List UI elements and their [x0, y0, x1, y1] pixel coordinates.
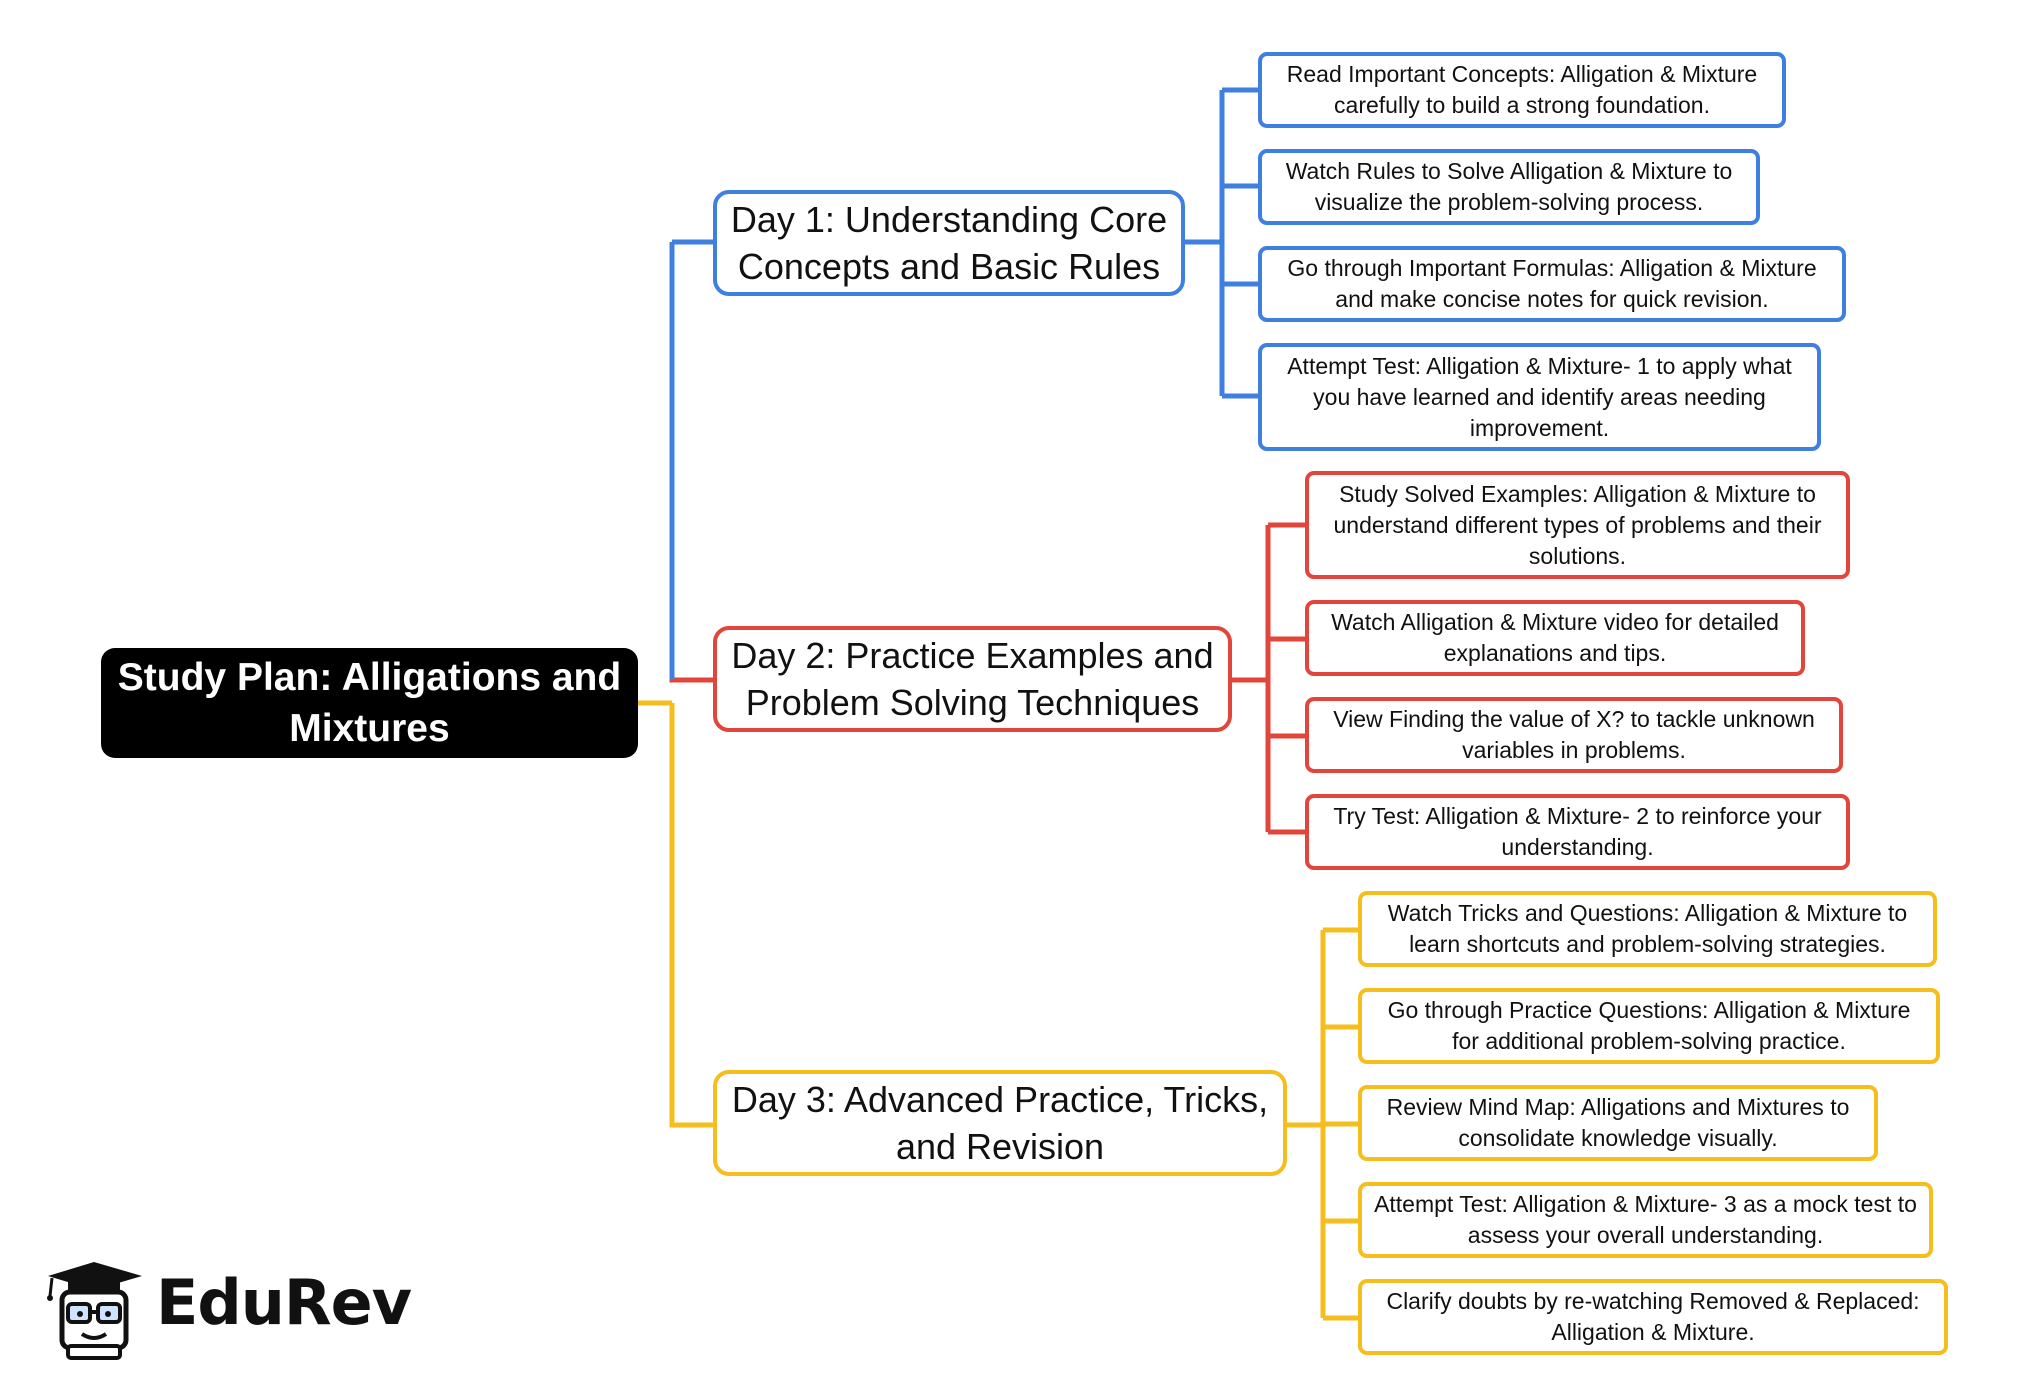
- logo-text: EduRev: [156, 1266, 412, 1339]
- task-text: Attempt Test: Alligation & Mixture- 3 as…: [1374, 1191, 1917, 1248]
- task-text: Watch Alligation & Mixture video for det…: [1331, 609, 1779, 666]
- graduate-mascot-icon: [47, 1262, 142, 1360]
- day-3-task-1: Watch Tricks and Questions: Alligation &…: [1358, 891, 1937, 967]
- task-text: Study Solved Examples: Alligation & Mixt…: [1333, 480, 1822, 569]
- task-text: Attempt Test: Alligation & Mixture- 1 to…: [1287, 352, 1792, 441]
- task-text: View Finding the value of X? to tackle u…: [1333, 706, 1815, 763]
- day-2-node: Day 2: Practice Examples and Problem Sol…: [713, 626, 1232, 732]
- day-1-task-4: Attempt Test: Alligation & Mixture- 1 to…: [1258, 343, 1821, 451]
- day-1-task-3: Go through Important Formulas: Alligatio…: [1258, 246, 1846, 322]
- root-node: Study Plan: Alligations and Mixtures: [101, 648, 638, 758]
- day-3-task-2: Go through Practice Questions: Alligatio…: [1358, 988, 1940, 1064]
- task-text: Watch Rules to Solve Alligation & Mixtur…: [1285, 158, 1733, 215]
- day-3-title: Day 3: Advanced Practice, Tricks, and Re…: [731, 1079, 1269, 1167]
- task-text: Go through Important Formulas: Alligatio…: [1287, 255, 1817, 312]
- edurev-logo: EduRev: [38, 1262, 412, 1362]
- root-title: Study Plan: Alligations and Mixtures: [117, 656, 622, 750]
- day-1-title: Day 1: Understanding Core Concepts and B…: [730, 199, 1168, 287]
- day-2-task-2: Watch Alligation & Mixture video for det…: [1305, 600, 1805, 676]
- day-3-task-5: Clarify doubts by re-watching Removed & …: [1358, 1279, 1948, 1355]
- task-text: Read Important Concepts: Alligation & Mi…: [1286, 61, 1758, 118]
- day-2-task-3: View Finding the value of X? to tackle u…: [1305, 697, 1843, 773]
- day-3-task-3: Review Mind Map: Alligations and Mixture…: [1358, 1085, 1878, 1161]
- day-1-node: Day 1: Understanding Core Concepts and B…: [713, 190, 1185, 296]
- task-text: Watch Tricks and Questions: Alligation &…: [1387, 900, 1908, 957]
- day-3-task-4: Attempt Test: Alligation & Mixture- 3 as…: [1358, 1182, 1933, 1258]
- task-text: Review Mind Map: Alligations and Mixture…: [1386, 1094, 1850, 1151]
- day-1-task-1: Read Important Concepts: Alligation & Mi…: [1258, 52, 1786, 128]
- task-text: Clarify doubts by re-watching Removed & …: [1386, 1288, 1920, 1345]
- day-2-task-1: Study Solved Examples: Alligation & Mixt…: [1305, 471, 1850, 579]
- task-text: Go through Practice Questions: Alligatio…: [1387, 997, 1911, 1054]
- day-2-task-4: Try Test: Alligation & Mixture- 2 to rei…: [1305, 794, 1850, 870]
- day-2-title: Day 2: Practice Examples and Problem Sol…: [731, 635, 1214, 723]
- day-1-task-2: Watch Rules to Solve Alligation & Mixtur…: [1258, 149, 1760, 225]
- day-3-node: Day 3: Advanced Practice, Tricks, and Re…: [713, 1070, 1287, 1176]
- task-text: Try Test: Alligation & Mixture- 2 to rei…: [1333, 803, 1822, 860]
